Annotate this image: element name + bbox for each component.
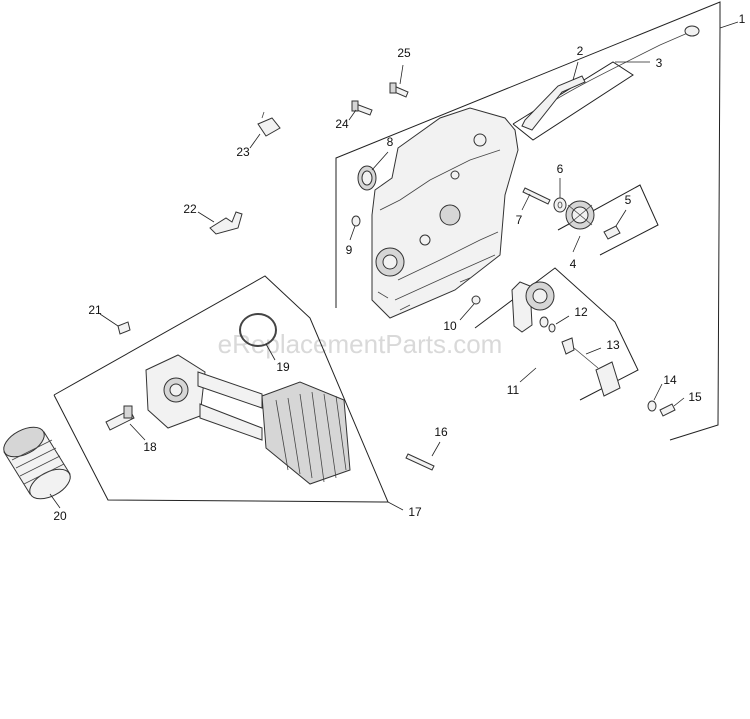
callout-14: 14 (663, 373, 677, 387)
bolt-24 (351, 100, 373, 116)
o-ring-small (471, 295, 481, 305)
gear-group-frame (557, 184, 659, 256)
callout-1: 1 (739, 12, 746, 26)
callout-3: 3 (656, 56, 663, 70)
dipstick-tube (521, 75, 586, 131)
bolt-25 (389, 82, 409, 98)
oil-cooler (145, 354, 351, 485)
oil-cooler-frame (53, 275, 389, 503)
callout-4: 4 (570, 257, 577, 271)
breather-fitting (257, 111, 281, 137)
callout-24: 24 (335, 117, 349, 131)
clip (117, 321, 131, 335)
callout-10: 10 (443, 319, 457, 333)
callout-8: 8 (387, 135, 394, 149)
assembly-1-frame (335, 1, 721, 441)
closure-plate (371, 107, 519, 319)
callout-13: 13 (606, 338, 620, 352)
oil-seal (357, 165, 377, 191)
oil-filter (3, 426, 71, 500)
callout-15: 15 (688, 390, 702, 404)
callout-11: 11 (507, 383, 520, 397)
watermark-text: eReplacementParts.com (218, 329, 503, 359)
stud (405, 453, 435, 471)
dipstick (539, 25, 700, 111)
callout-19: 19 (276, 360, 290, 374)
callout-6: 6 (557, 162, 564, 176)
callout-21: 21 (88, 303, 102, 317)
drain-washer (647, 400, 657, 412)
callout-20: 20 (53, 509, 67, 523)
callout-18: 18 (143, 440, 157, 454)
elbow-fitting (209, 211, 243, 235)
o-ring-large (239, 313, 277, 347)
callout-9: 9 (346, 243, 353, 257)
drain-bolt (659, 403, 676, 417)
callout-2: 2 (577, 44, 584, 58)
leader-lines (49, 21, 739, 511)
callout-12: 12 (574, 305, 588, 319)
plug (351, 215, 361, 227)
oil-pump (511, 281, 555, 333)
callout-17: 17 (408, 505, 422, 519)
callout-23: 23 (236, 145, 250, 159)
callout-7: 7 (516, 213, 523, 227)
gear-shaft (603, 225, 621, 240)
callout-labels: 1 2 3 4 5 6 7 8 9 10 11 12 13 14 15 16 1… (53, 12, 745, 523)
o-rings (539, 316, 556, 333)
cooler-bolt (105, 405, 135, 431)
washer (553, 197, 567, 213)
callout-22: 22 (183, 202, 197, 216)
pin (522, 187, 551, 205)
callout-16: 16 (434, 425, 448, 439)
gear (565, 200, 595, 230)
callout-25: 25 (397, 46, 411, 60)
callout-5: 5 (625, 193, 632, 207)
oil-pickup (561, 337, 621, 397)
